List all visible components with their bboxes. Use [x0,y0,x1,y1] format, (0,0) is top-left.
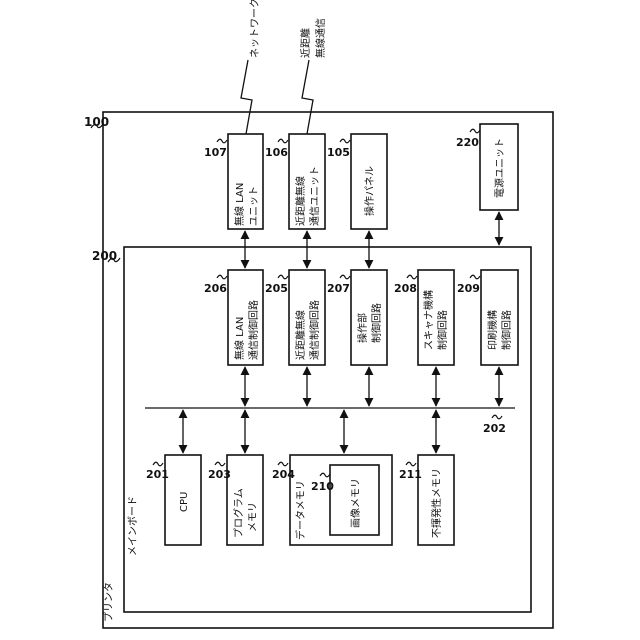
svg-text:近距離無線: 近距離無線 [294,176,307,226]
svg-text:制御回路: 制御回路 [370,303,383,343]
svg-text:操作パネル: 操作パネル [363,166,376,216]
nfc-label-1: 近距離 [299,28,312,58]
image-memory-ref: 210 [311,480,334,493]
svg-text:データメモリ: データメモリ [294,480,307,540]
svg-text:画像メモリ: 画像メモリ [350,478,362,528]
network-label: ネットワーク [249,0,261,58]
svg-text:通信ユニット: 通信ユニット [309,166,321,226]
svg-text:208: 208 [394,282,417,295]
svg-text:印刷機構: 印刷機構 [486,310,499,350]
svg-text:操作部: 操作部 [356,313,369,343]
svg-text:メモリ: メモリ [248,502,259,532]
mainboard-label: メインボード [127,496,139,556]
mainboard-ref: 200 [92,249,117,263]
svg-text:通信制御回路: 通信制御回路 [308,300,321,360]
svg-text:プログラム: プログラム [232,488,245,538]
svg-text:制御回路: 制御回路 [436,310,449,350]
svg-text:107: 107 [204,146,227,159]
svg-text:204: 204 [272,468,295,481]
svg-text:電源ユニット: 電源ユニット [493,138,506,198]
svg-text:不揮発性メモリ: 不揮発性メモリ [430,468,443,538]
svg-text:近距離無線: 近距離無線 [294,310,307,360]
svg-text:CPU: CPU [179,492,190,512]
svg-text:206: 206 [204,282,227,295]
svg-text:ユニット: ユニット [249,186,260,226]
svg-text:106: 106 [265,146,288,159]
svg-text:制御回路: 制御回路 [500,310,513,350]
svg-text:通信制御回路: 通信制御回路 [247,300,260,360]
printer-label: プリンタ [103,582,115,622]
svg-text:無線 LAN: 無線 LAN [233,317,246,360]
nfc-label-2: 無線通信 [314,18,327,58]
svg-text:205: 205 [265,282,288,295]
svg-text:201: 201 [146,468,169,481]
svg-text:211: 211 [399,468,422,481]
svg-text:209: 209 [457,282,480,295]
svg-text:220: 220 [456,136,479,149]
bus-ref: 202 [483,422,506,435]
svg-text:203: 203 [208,468,231,481]
mainboard-frame [124,247,531,612]
svg-text:105: 105 [327,146,350,159]
svg-text:207: 207 [327,282,350,295]
svg-text:無線 LAN: 無線 LAN [233,183,246,226]
svg-text:スキャナ機構: スキャナ機構 [422,290,435,350]
printer-ref: 100 [84,115,109,129]
